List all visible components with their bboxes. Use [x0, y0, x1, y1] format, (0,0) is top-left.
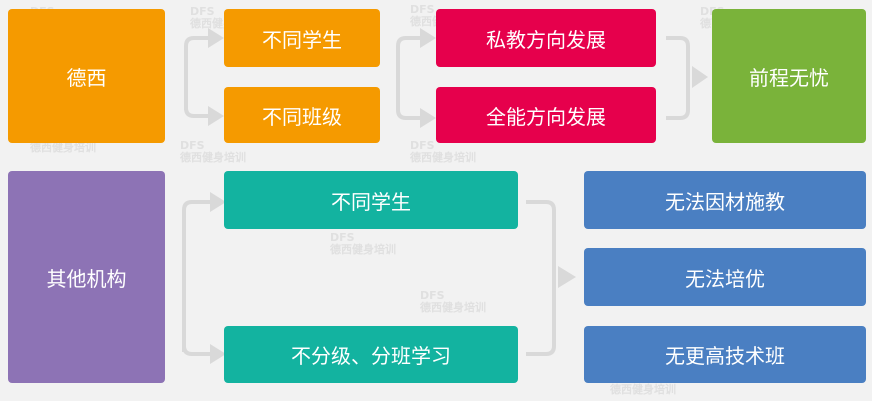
box-no-advanced-class: 无更高技术班	[584, 326, 866, 383]
box-allround-label: 全能方向发展	[486, 104, 606, 129]
arrowhead	[208, 106, 224, 126]
watermark-text: 德西健身培训	[180, 151, 246, 164]
watermark-logo: DFS	[180, 139, 205, 152]
arrowhead	[210, 192, 226, 212]
connector-bottom-split	[182, 200, 210, 356]
box-private-coaching: 私教方向发展	[436, 9, 656, 67]
box-no-individualized: 无法因材施教	[584, 171, 866, 229]
watermark-text: 德西健身培训	[420, 301, 486, 314]
box-top-different-classes: 不同班级	[224, 87, 380, 143]
watermark-text: 德西健身培训	[610, 383, 676, 396]
arrowhead	[420, 28, 436, 48]
box-other-institutions-label: 其他机构	[46, 266, 127, 291]
arrowhead	[420, 108, 436, 128]
watermark-text: 德西健身培训	[410, 151, 476, 164]
box-dexi: 德西	[8, 9, 165, 143]
box-bright-future-label: 前程无忧	[749, 65, 829, 90]
watermark-text: 德西健身培训	[330, 243, 396, 256]
connector-top-split	[184, 36, 208, 118]
box-allround: 全能方向发展	[436, 87, 656, 143]
connector-bottom-merge	[526, 200, 556, 356]
box-no-advanced-class-label: 无更高技术班	[665, 344, 785, 368]
watermark-logo: DFS	[330, 231, 355, 244]
box-bottom-different-students-label: 不同学生	[331, 189, 411, 214]
watermark-logo: DFS	[420, 289, 445, 302]
arrowhead	[208, 28, 224, 48]
box-no-grading-label: 不分级、分班学习	[291, 344, 451, 368]
box-bright-future: 前程无忧	[712, 9, 866, 143]
box-no-excellence-label: 无法培优	[685, 266, 765, 291]
arrowhead	[210, 344, 226, 364]
box-top-different-students: 不同学生	[224, 9, 380, 67]
box-top-different-students-label: 不同学生	[262, 27, 342, 52]
arrowhead	[692, 66, 708, 88]
box-bottom-different-students: 不同学生	[224, 171, 518, 229]
watermark-logo: DFS	[410, 139, 435, 152]
watermark-logo: DFS	[190, 5, 215, 18]
arrowhead	[558, 266, 576, 288]
watermark-logo: DFS	[410, 3, 435, 16]
connector-top-merge	[666, 36, 690, 120]
box-top-different-classes-label: 不同班级	[262, 104, 342, 129]
box-no-grading: 不分级、分班学习	[224, 326, 518, 383]
box-no-individualized-label: 无法因材施教	[665, 189, 785, 214]
watermark-text: 德西健身培训	[30, 141, 96, 154]
box-private-coaching-label: 私教方向发展	[486, 27, 606, 52]
box-no-excellence: 无法培优	[584, 248, 866, 306]
connector-top-middle-split	[396, 36, 420, 120]
box-dexi-label: 德西	[66, 65, 107, 90]
box-other-institutions: 其他机构	[8, 171, 165, 383]
